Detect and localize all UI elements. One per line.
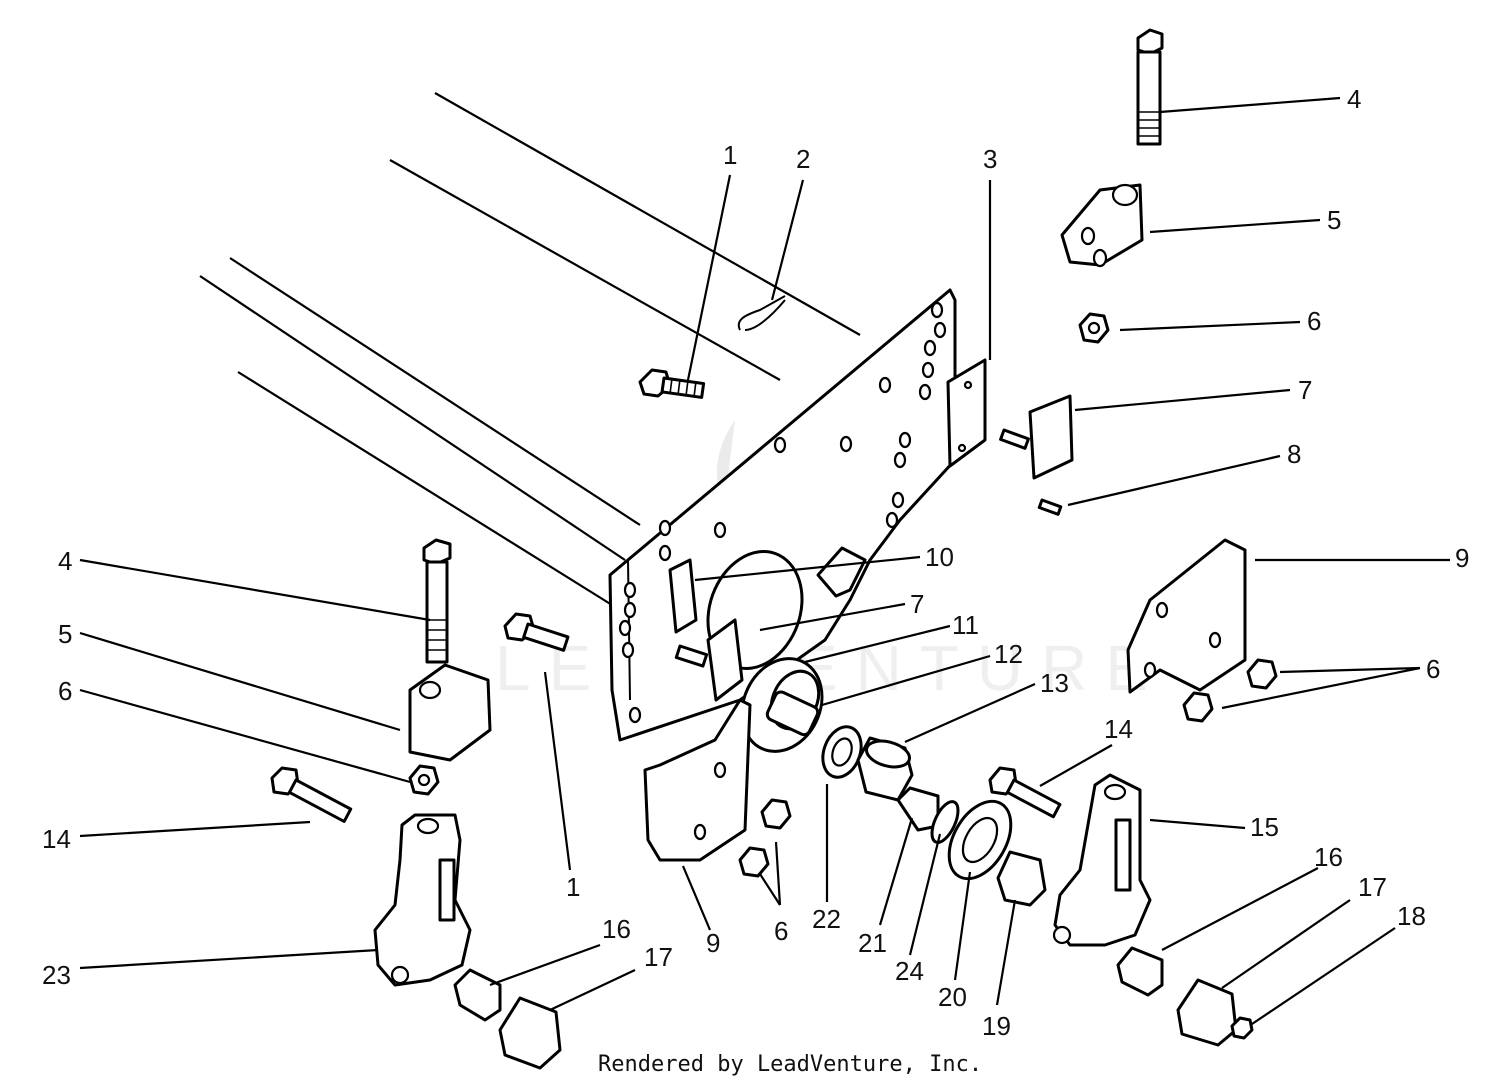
part-2-clip [737,295,786,331]
callout-19: 19 [982,1011,1011,1041]
callout-7-mid: 7 [910,589,924,619]
callout-6-right: 6 [1426,654,1440,684]
callout-14-right: 14 [1104,714,1133,744]
part-13-bushing [856,736,914,802]
callout-8: 8 [1287,439,1301,469]
part-6-nut-upper-right [1078,312,1110,344]
callout-labels: 1 2 3 4 5 6 7 8 9 4 5 6 10 7 11 12 13 6 … [42,84,1469,1041]
callout-5-left: 5 [58,619,72,649]
callout-9-right: 9 [1455,543,1469,573]
part-15-arm [1052,773,1152,947]
part-9-bracket-right [1126,538,1247,694]
part-8-pin [1037,498,1063,516]
callout-4-left: 4 [58,546,72,576]
callout-4-upper-right: 4 [1347,84,1361,114]
callout-11: 11 [952,610,979,640]
callout-1-upper: 1 [723,140,737,170]
callout-23: 23 [42,960,71,990]
part-18-fitting [1230,1016,1254,1040]
part-4-bolt-left [422,538,452,664]
callout-10: 10 [925,542,954,572]
callout-20: 20 [938,982,967,1012]
callout-12: 12 [994,639,1023,669]
callout-6-left: 6 [58,676,72,706]
render-credit: Rendered by LeadVenture, Inc. [598,1052,983,1077]
part-17-sleeve-left [498,996,562,1070]
part-4-bolt-upper-right [1136,28,1164,146]
part-17-sleeve-right [1176,978,1238,1047]
part-14-bolt-left [270,766,353,823]
part-10-bracket [668,546,867,634]
part-5-clamp-left [408,663,492,762]
callout-13: 13 [1040,668,1069,698]
callout-3: 3 [983,144,997,174]
part-19-bearing [996,850,1047,907]
callout-2: 2 [796,144,810,174]
callout-16-left: 16 [602,914,631,944]
part-7-bracket-mid [674,618,744,702]
callout-14-left: 14 [42,824,71,854]
part-1-bolt-lower [503,612,570,652]
part-6-nuts-right [1182,658,1278,723]
part-22-washer [821,725,863,779]
part-3-plate [946,358,987,468]
callout-17-right: 17 [1358,872,1387,902]
part-5-clamp-upper-right [1060,183,1144,268]
part-7-bracket-upper [999,394,1074,480]
part-9-bracket-lower [643,698,752,862]
callout-16-right: 16 [1314,842,1343,872]
callout-9-lower: 9 [706,928,720,958]
part-21-spacer [896,786,940,832]
callout-1-lower: 1 [566,872,580,902]
callout-6-lower: 6 [774,916,788,946]
callout-21: 21 [858,928,887,958]
callout-24: 24 [895,956,924,986]
part-6-nuts-lower [738,798,792,878]
part-16-bushing-right [1116,946,1164,997]
part-1-bolt-upper [638,368,706,399]
part-12-shaft [765,690,820,737]
part-14-bolt-right [988,766,1062,819]
callout-22: 22 [812,904,841,934]
part-23-arm [373,813,472,987]
part-24-washer [930,800,960,844]
part-6-nut-left [408,764,440,796]
callout-5-upper-right: 5 [1327,205,1341,235]
leader-lines [79,96,1450,1025]
callout-15: 15 [1250,812,1279,842]
callout-17-left: 17 [644,942,673,972]
callout-6-upper-right: 6 [1307,306,1321,336]
part-16-bushing-left [453,968,502,1022]
frame-rails [199,92,861,606]
part-20-seal [947,799,1013,881]
callout-18: 18 [1397,901,1426,931]
callout-7-upper-right: 7 [1298,375,1312,405]
